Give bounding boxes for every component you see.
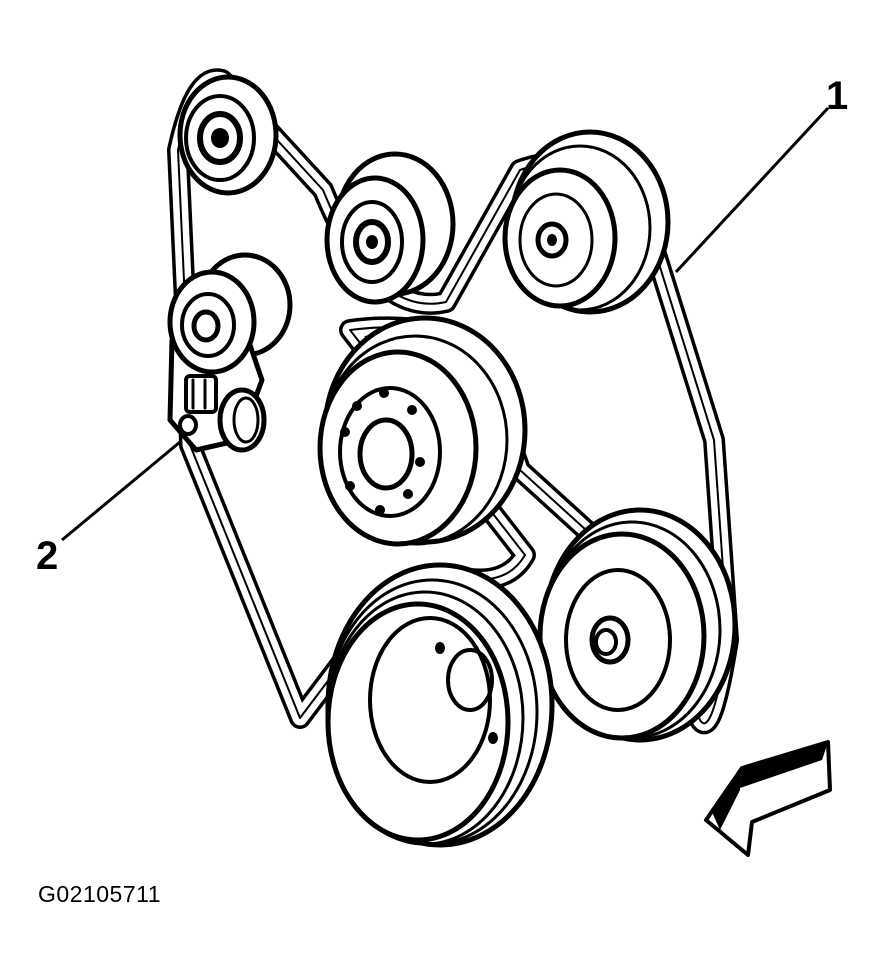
- center-idler-pulley: [324, 151, 456, 305]
- upper-right-pulley: [502, 129, 671, 315]
- water-pump-pulley: [317, 315, 528, 547]
- callout-2-label: 2: [36, 534, 59, 578]
- belt-tensioner: [167, 252, 293, 453]
- upper-idler-pulley: [177, 74, 279, 196]
- callout-1-label: 1: [826, 74, 849, 118]
- crankshaft-pulley: [325, 562, 555, 848]
- figure-code: G02105711: [38, 881, 162, 907]
- arrow-icon: [704, 740, 832, 857]
- lower-right-pulley: [537, 507, 738, 743]
- leader-line-2: [61, 440, 181, 542]
- leader-line-1: [674, 106, 830, 274]
